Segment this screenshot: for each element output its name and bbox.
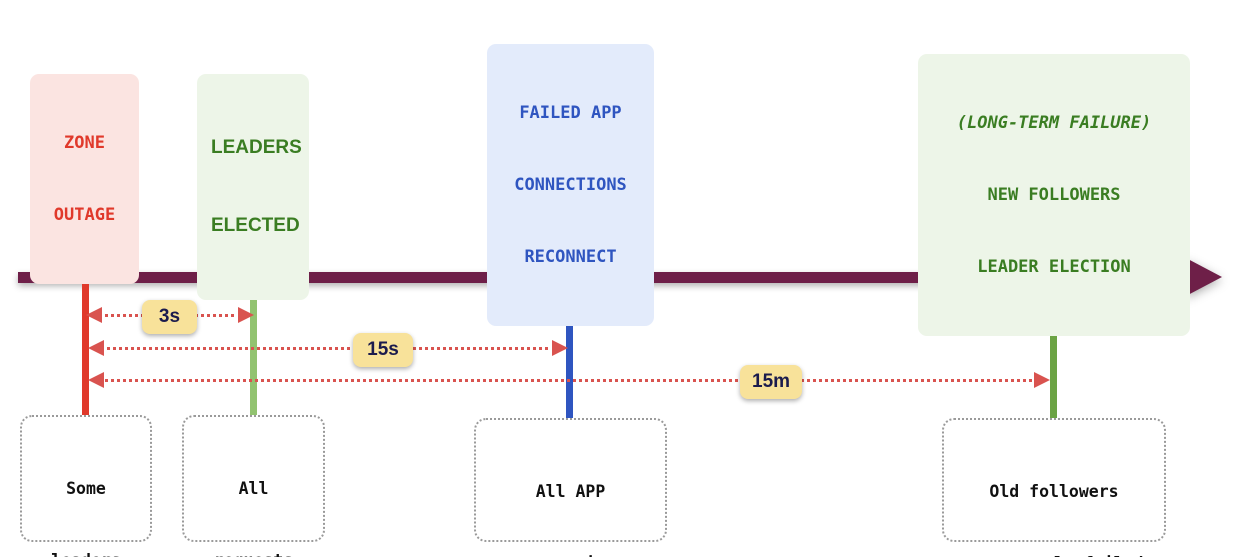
- event-label-line: ELECTED: [211, 215, 300, 236]
- state-line: All: [238, 479, 269, 498]
- event-label-line: RECONNECT: [524, 247, 617, 267]
- state-box-leaders-elected: All requests succeed: [182, 415, 325, 557]
- timeline-arrowhead-icon: [1186, 258, 1222, 296]
- event-label-line: OUTAGE: [53, 205, 116, 225]
- state-box-failed-app-connections-reconnect: All APP connections normal: [474, 418, 667, 557]
- event-label-line: FAILED APP: [519, 103, 622, 123]
- event-label-zone-outage: ZONE OUTAGE: [30, 74, 139, 284]
- state-line: leaders: [22, 549, 150, 557]
- arrowhead-right-icon: [1034, 372, 1050, 388]
- duration-dotted-line: [100, 347, 556, 350]
- event-label-line: NEW FOLLOWERS: [987, 185, 1121, 205]
- duration-badge-3s: 3s: [142, 300, 197, 334]
- arrowhead-right-icon: [238, 307, 254, 323]
- event-label-line-italic: (LONG-TERM FAILURE): [956, 113, 1152, 133]
- event-label-line: ZONE: [64, 133, 105, 153]
- arrowhead-left-icon: [88, 372, 104, 388]
- arrowhead-left-icon: [88, 340, 104, 356]
- arrowhead-left-icon: [86, 307, 102, 323]
- state-line: requests: [184, 549, 323, 557]
- duration-arrow-15s: [88, 338, 568, 358]
- duration-arrow-15m: [88, 370, 1050, 390]
- duration-dotted-line: [100, 379, 1038, 382]
- state-line: Some: [66, 479, 106, 498]
- duration-badge-15s: 15s: [353, 333, 413, 367]
- event-label-line: CONNECTIONS: [514, 175, 627, 195]
- state-line: connections: [476, 552, 665, 557]
- state-line: All APP: [535, 482, 606, 501]
- arrowhead-right-icon: [552, 340, 568, 356]
- state-box-zone-outage: Some leaders not responsive: [20, 415, 152, 557]
- state-line: Old followers: [989, 482, 1119, 501]
- event-label-failed-app-connections-reconnect: FAILED APP CONNECTIONS RECONNECT: [487, 44, 654, 326]
- event-label-line: LEADERS: [211, 137, 302, 158]
- state-box-new-followers-leader-election: Old followers permanently failed Tablets…: [942, 418, 1166, 557]
- state-line: permanently failed: [944, 552, 1164, 557]
- event-label-leaders-elected: LEADERS ELECTED: [197, 74, 309, 300]
- event-label-line: LEADER ELECTION: [977, 257, 1131, 277]
- duration-badge-15m: 15m: [740, 365, 803, 399]
- event-label-new-followers-leader-election: (LONG-TERM FAILURE) NEW FOLLOWERS LEADER…: [918, 54, 1190, 336]
